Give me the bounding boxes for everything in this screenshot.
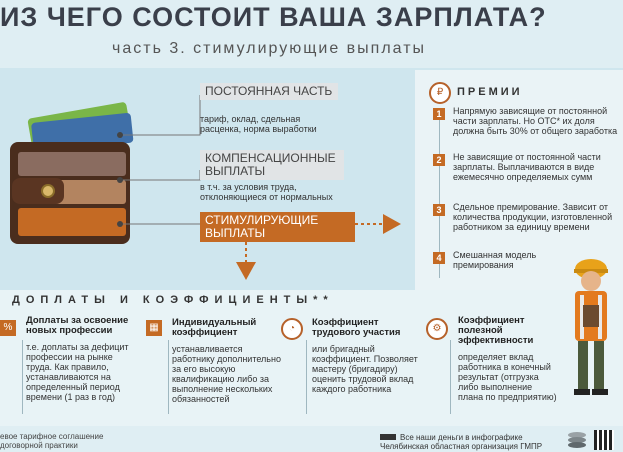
label-permanent-desc: тариф, оклад, сдельная расценка, норма в…: [200, 114, 317, 134]
footer-left: евое тарифное соглашение договорной прак…: [0, 432, 104, 450]
bonus-3-text: или бригадный коэффициент. Позволяет мас…: [312, 344, 418, 394]
gear-icon: ⚙: [426, 318, 448, 340]
bonus-2-text: устанавливается работнику дополнительно …: [172, 344, 281, 404]
pie-chart-icon: ◔: [281, 318, 303, 340]
prize-num-1: 1: [433, 108, 445, 120]
worker-icon: [574, 259, 608, 395]
label-permanent: ПОСТОЯННАЯ ЧАСТЬ: [200, 83, 338, 100]
bonus-1-text: т.е. доплаты за дефицит профессии на рын…: [26, 342, 129, 402]
prizes-timeline: [439, 108, 440, 278]
page-subtitle: часть 3. стимулирующие выплаты: [112, 40, 427, 57]
bonus-1-line: [22, 340, 23, 414]
prizes-title: ПРЕМИИ: [457, 86, 523, 98]
footer-band: [0, 426, 623, 452]
bonus-1-title: Доплаты за освоение новых профессии: [26, 315, 129, 336]
bonus-4-title: Коэффициент полезной эффективности: [458, 315, 534, 346]
label-compensation-title: КОМПЕНСАЦИОННЫЕ ВЫПЛАТЫ: [205, 151, 336, 178]
prize-text-1: Напрямую зависящие от постоянной части з…: [453, 106, 618, 136]
bonus-4-line: [450, 340, 451, 414]
bonus-4-text: определяет вклад работника в конечный ре…: [458, 352, 557, 402]
bonus-2-line: [168, 340, 169, 414]
money-bag-icon: ₽: [429, 82, 451, 104]
bottom-band: [0, 290, 623, 426]
prize-text-2: Не зависящие от постоянной части зарплат…: [453, 152, 601, 182]
label-compensation: КОМПЕНСАЦИОННЫЕ ВЫПЛАТЫ: [200, 150, 344, 180]
logo-icon: [380, 434, 396, 440]
prize-num-4: 4: [433, 252, 445, 264]
arrow-right-icon: [355, 214, 401, 234]
label-incentive: СТИМУЛИРУЮЩИЕ ВЫПЛАТЫ: [200, 212, 355, 242]
bonus-section-title: ДОПЛАТЫ И КОЭФФИЦИЕНТЫ**: [12, 294, 334, 306]
wallet-icon: [10, 102, 134, 244]
bonus-3-line: [306, 340, 307, 414]
label-incentive-title: СТИМУЛИРУЮЩИЕ ВЫПЛАТЫ: [205, 213, 319, 240]
coins-icon: [568, 432, 586, 448]
prizes-panel: ₽ ПРЕМИИ 1 Напрямую зависящие от постоян…: [415, 70, 623, 290]
footer-right: Все наши деньги в инфографике Челябинска…: [380, 433, 542, 451]
footer-right-line1: Все наши деньги в инфографике: [400, 433, 523, 442]
prize-text-3: Сдельное премирование. Зависит от количе…: [453, 202, 613, 232]
prize-num-2: 2: [433, 154, 445, 166]
calculator-icon: ▦: [146, 320, 162, 336]
prize-num-3: 3: [433, 204, 445, 216]
prize-text-4: Смешанная модель премирования: [453, 250, 537, 270]
bonus-2-title: Индивидуальный коэффициент: [172, 317, 257, 338]
label-compensation-desc: в т.ч. за условия труда, отклоняющиеся о…: [200, 182, 333, 202]
bonus-3-title: Коэффициент трудового участия: [312, 317, 401, 338]
percent-icon: %: [0, 320, 16, 336]
arrow-down-icon: [236, 242, 256, 280]
connector-lines: [117, 95, 201, 227]
footer-right-line2: Челябинская областная организация ГМПР: [380, 442, 543, 451]
label-permanent-title: ПОСТОЯННАЯ ЧАСТЬ: [205, 84, 333, 98]
qr-code-icon: [594, 430, 614, 450]
page-title: ИЗ ЧЕГО СОСТОИТ ВАША ЗАРПЛАТА?: [0, 2, 547, 32]
